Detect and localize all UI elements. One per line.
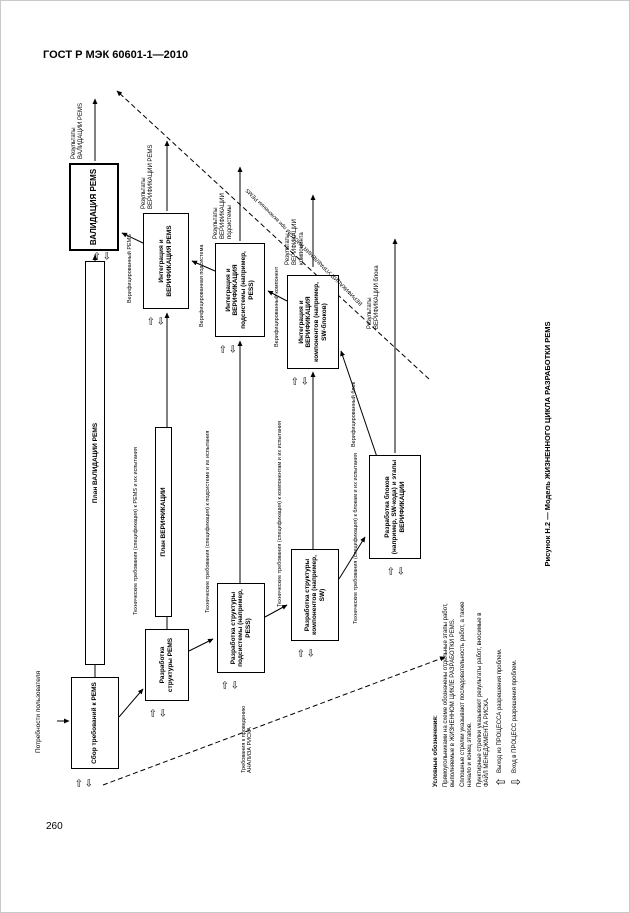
box-integrate-verify-pems: Интеграция и ВЕРИФИКАЦИЯ PEMS (143, 213, 189, 309)
figure-canvas: План ВАЛИДАЦИИ PEMS План ВЕРИФИКАЦИИ Сбо… (29, 89, 569, 799)
user-needs-label: Потребности пользователя (35, 670, 42, 754)
problem-resolution-arrows: ⇨ ⇦ (146, 313, 167, 325)
box-develop-units-and-verify: Разработка блоков (например, SW-кода) и … (369, 455, 421, 559)
risk-analysis-requirements-label: Требования к проведению АНАЛИЗА РИСКА (241, 705, 254, 773)
spec-unit-label: Технические требования (спецификация) к … (353, 453, 359, 624)
legend-title: Условные обозначения: (433, 715, 439, 787)
problem-resolution-arrows: ⇨ ⇦ (220, 677, 241, 689)
box-integrate-verify-subsystem: Интеграция и ВЕРИФИКАЦИЯ подсистемы (нап… (215, 243, 265, 337)
problem-resolution-out-icon: ⇦ (230, 680, 241, 689)
problem-resolution-out-icon: ⇦ (300, 376, 311, 385)
legend-line: Сплошные стрелки указывают последователь… (459, 601, 474, 787)
problem-resolution-arrows: ⇨ ⇦ (386, 563, 407, 575)
verified-component-label: Верифицированный компонент (274, 266, 280, 347)
problem-resolution-arrows: ⇨ ⇦ (290, 373, 311, 385)
spec-subsystem-label: Технические требования (спецификация) к … (205, 430, 211, 613)
process-exit-arrow-icon: ⇧ (493, 776, 508, 787)
problem-resolution-out-icon: ⇦ (306, 648, 317, 657)
problem-resolution-arrows: ⇨ ⇦ (92, 248, 113, 260)
legend-item-process-enter: ⇩ Вход в ПРОЦЕСС разрешения проблем. (508, 595, 523, 787)
problem-resolution-out-icon: ⇦ (158, 708, 169, 717)
legend-item-label: Выход из ПРОЦЕССА разрешения проблем. (496, 648, 503, 773)
problem-resolution-arrows: ⇨ ⇦ (296, 645, 317, 657)
box-develop-component-architecture: Разработка структуры компонентов (наприм… (291, 549, 339, 641)
results-verification-pems-label: Результаты ВЕРИФИКАЦИИ PEMS (141, 144, 155, 209)
box-integrate-verify-components: Интеграция и ВЕРИФИКАЦИЯ компонентов (на… (287, 275, 339, 369)
legend-item-label: Вход в ПРОЦЕСС разрешения проблем. (511, 659, 518, 773)
problem-resolution-arrows: ⇨ ⇦ (218, 341, 239, 353)
box-pems-validation-plan: План ВАЛИДАЦИИ PEMS (85, 261, 105, 665)
results-verification-unit-label: Результаты ВЕРИФИКАЦИИ блока (367, 265, 381, 329)
verified-unit-label: Верифицированный блок (351, 382, 357, 447)
problem-resolution-out-icon: ⇦ (396, 566, 407, 575)
figure-caption: Рисунок Н.2 — Модель ЖИЗНЕННОГО ЦИКЛА РА… (543, 321, 552, 567)
box-develop-pems-architecture: Разработка структуры PEMS (145, 629, 189, 701)
page-header: ГОСТ Р МЭК 60601-1—2010 (43, 49, 189, 61)
legend-line: Прямоугольниками на схеме обозначены отд… (442, 603, 457, 787)
box-verification-plan: План ВЕРИФИКАЦИИ (155, 427, 172, 617)
problem-resolution-arrows: ⇨ ⇦ (148, 705, 169, 717)
figure-legend: Условные обозначения: Прямоугольниками н… (433, 595, 523, 788)
page-number: 260 (46, 821, 63, 832)
box-pems-validation: ВАЛИДАЦИЯ PEMS (69, 163, 119, 251)
figure-rotated-container: План ВАЛИДАЦИИ PEMS План ВЕРИФИКАЦИИ Сбо… (29, 89, 569, 799)
spec-pems-label: Технические требования (спецификация) к … (133, 447, 139, 615)
spec-component-label: Технические требования (спецификация) к … (277, 420, 283, 607)
process-enter-arrow-icon: ⇩ (508, 776, 523, 787)
verified-pems-label: Верифицированный PEMS (127, 234, 133, 303)
problem-resolution-out-icon: ⇦ (84, 778, 95, 787)
legend-item-process-exit: ⇧ Выход из ПРОЦЕССА разрешения проблем. (493, 595, 508, 787)
verified-subsystem-label: Верифицированная подсистема (199, 244, 205, 327)
box-compile-pems-requirements: Сбор требований к PEMS (71, 677, 119, 769)
problem-resolution-arrows: ⇨ ⇦ (74, 775, 95, 787)
problem-resolution-out-icon: ⇦ (156, 316, 167, 325)
results-validation-label: Результаты ВАЛИДАЦИИ PEMS (71, 103, 85, 159)
problem-resolution-out-icon: ⇦ (102, 251, 113, 260)
legend-line: Пунктирные стрелки указывают результаты … (476, 612, 491, 788)
results-verification-subsystem-label: Результаты ВЕРИФИКАЦИИ подсистемы (213, 193, 234, 239)
problem-resolution-out-icon: ⇦ (228, 344, 239, 353)
box-develop-subsystem-architecture: Разработка структуры подсистемы (наприме… (217, 583, 265, 673)
